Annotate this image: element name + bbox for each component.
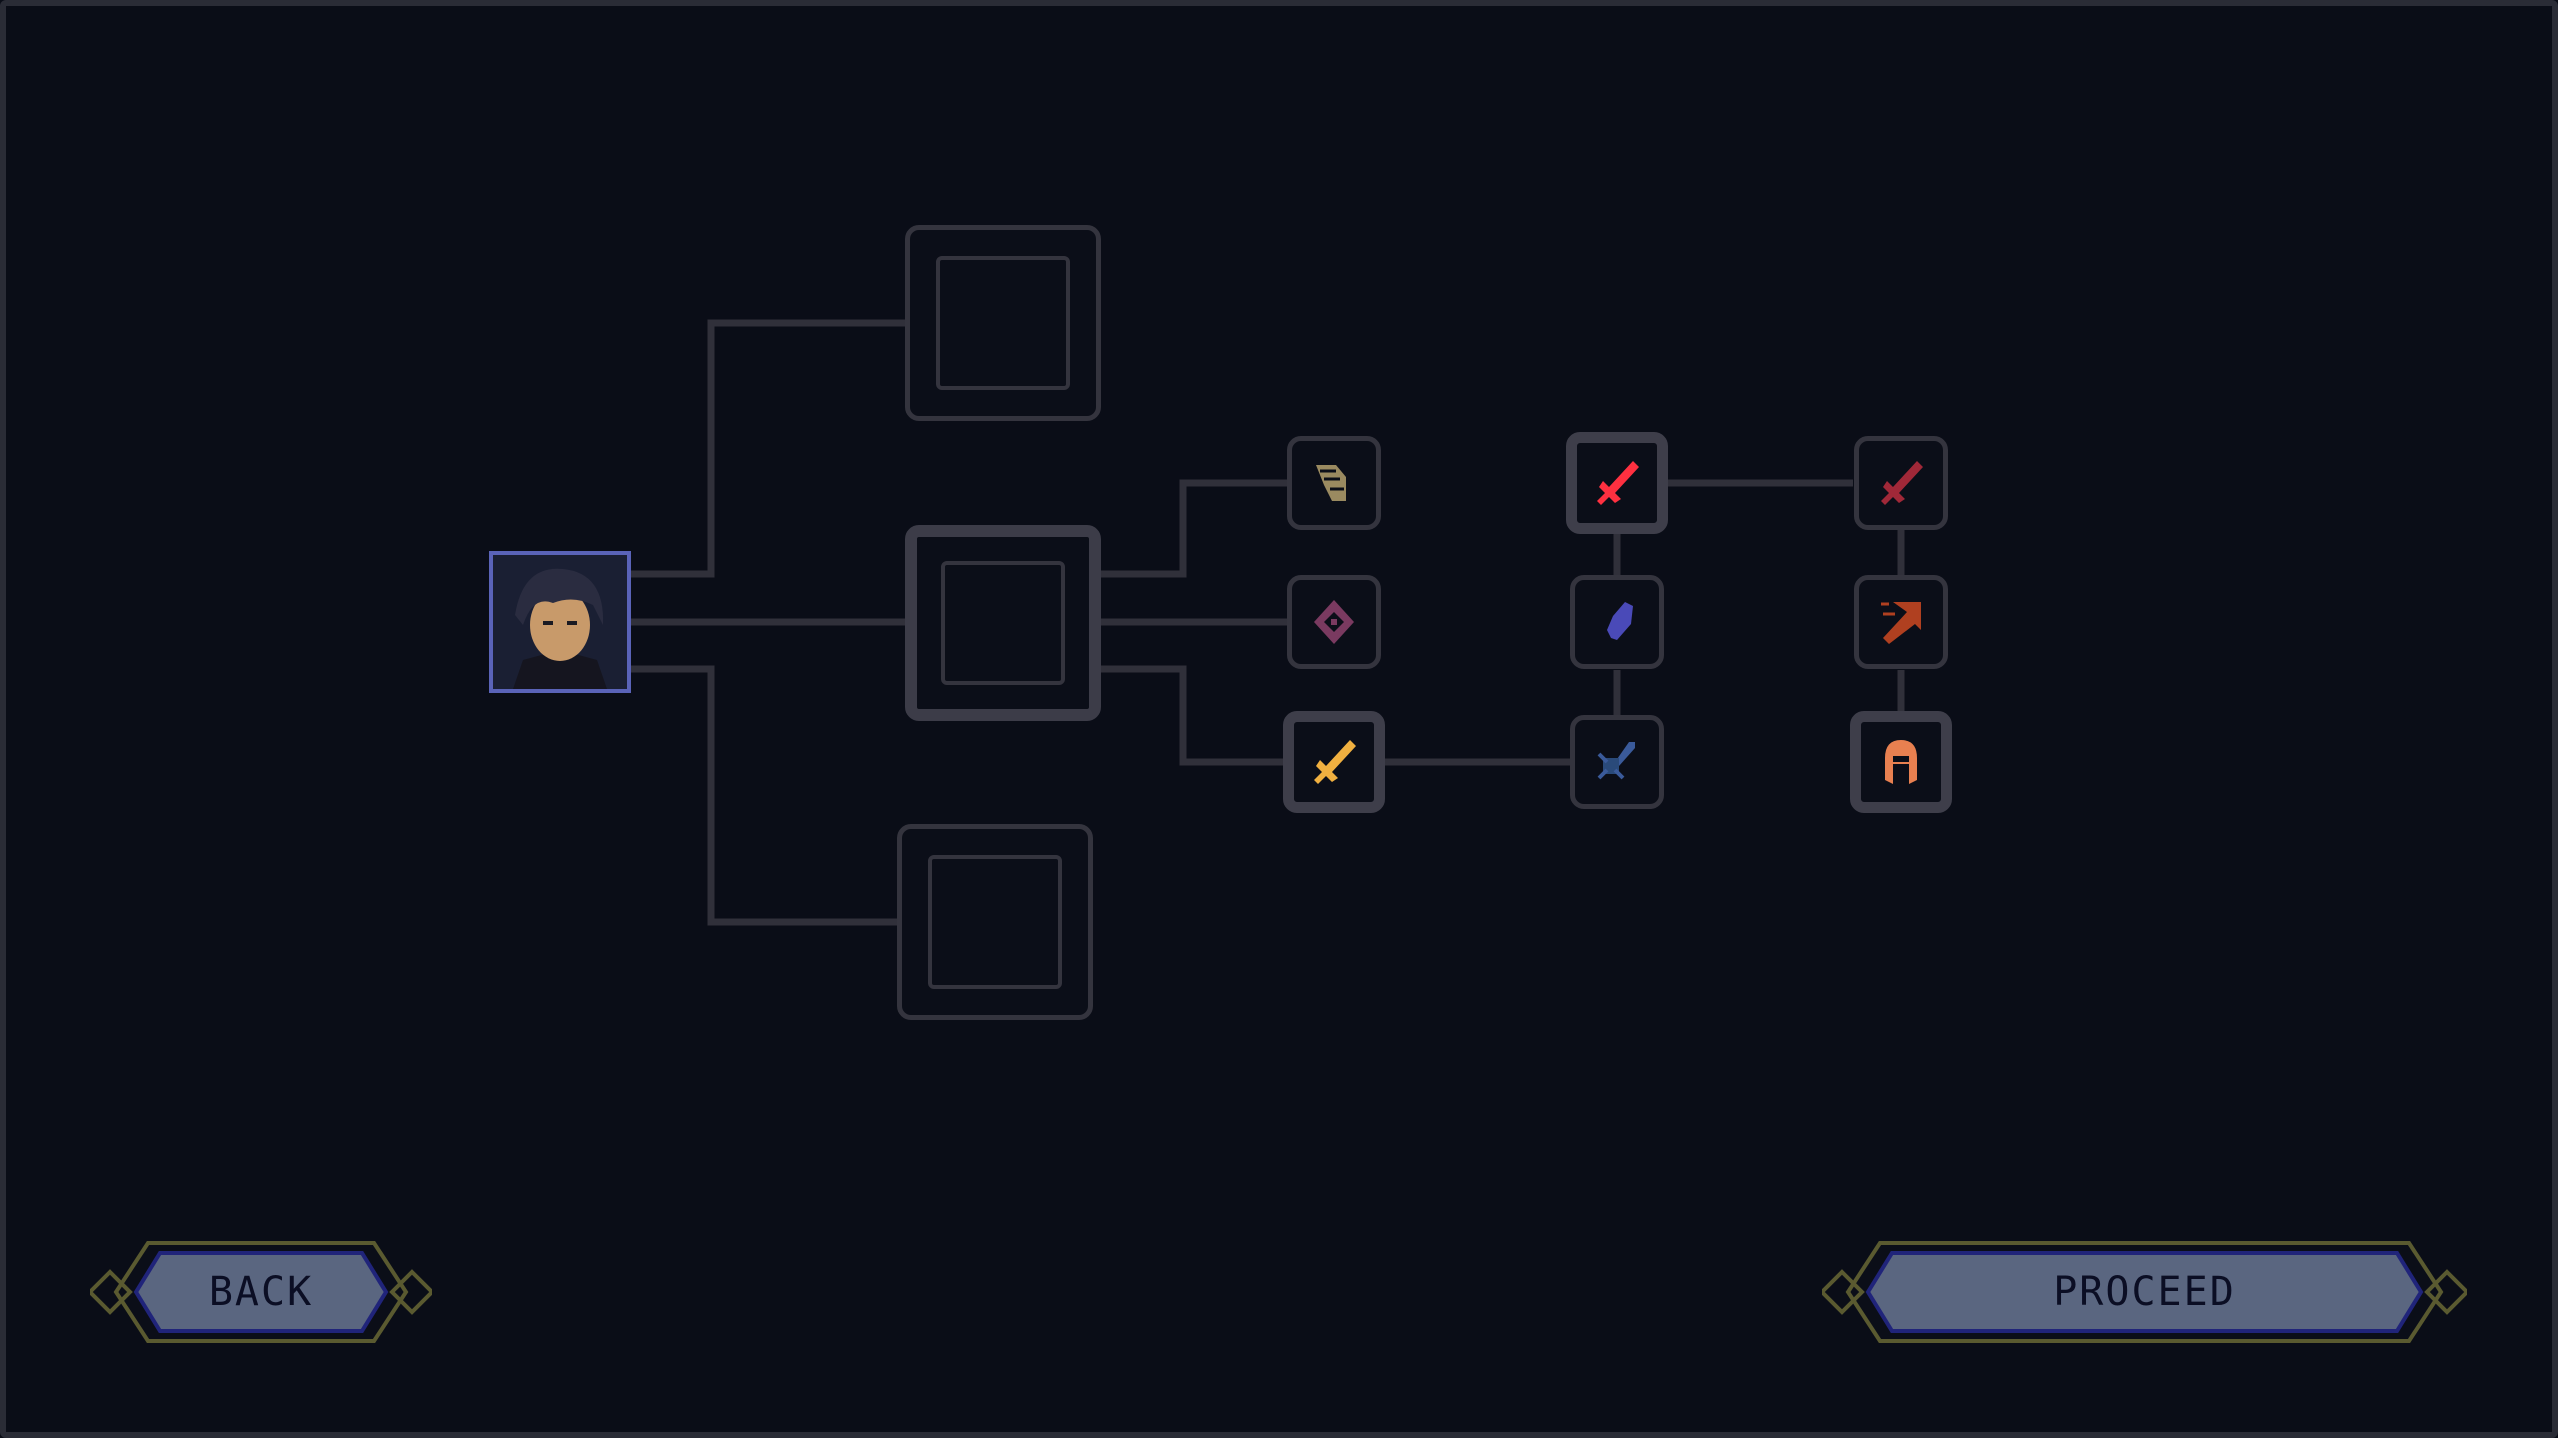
connector-gold-sword <box>1101 665 1289 766</box>
skill-node-helmet[interactable] <box>1850 711 1952 813</box>
skill-node-claw[interactable] <box>1570 575 1664 669</box>
class-node-crimson-moon[interactable] <box>905 225 1101 421</box>
skill-node-dark-red-sword[interactable] <box>1854 436 1948 530</box>
proceed-button[interactable]: PROCEED <box>1822 1235 2467 1349</box>
skill-node-golden-sword[interactable] <box>1283 711 1385 813</box>
character-portrait[interactable] <box>489 551 631 693</box>
spartan-helmet-icon <box>1885 740 1917 784</box>
dark-red-sword-icon <box>1881 461 1923 505</box>
class-node-grey-moon[interactable] <box>897 824 1093 1020</box>
wing-icon <box>1316 465 1346 501</box>
skill-node-arrow-slash[interactable] <box>1854 575 1948 669</box>
character-portrait-icon <box>493 555 627 689</box>
back-button[interactable]: BACK <box>90 1235 432 1349</box>
skill-node-spider-sword[interactable] <box>1570 715 1664 809</box>
crescent-moon-icon <box>988 602 1009 643</box>
back-button-frame <box>90 1241 432 1343</box>
skill-node-rune[interactable] <box>1287 575 1381 669</box>
blue-spider-sword-icon <box>1597 742 1635 780</box>
skill-node-wing[interactable] <box>1287 436 1381 530</box>
proceed-button-frame <box>1822 1241 2467 1343</box>
blue-claw-icon <box>1607 602 1633 640</box>
connector-top <box>631 319 905 578</box>
proceed-button-label: PROCEED <box>2053 1269 2236 1315</box>
red-sword-icon <box>1597 461 1639 505</box>
back-button-label: BACK <box>208 1269 314 1315</box>
golden-sword-icon <box>1314 740 1356 784</box>
connector-bottom <box>631 665 897 926</box>
skill-node-red-sword[interactable] <box>1566 432 1668 534</box>
diamond-rune-icon <box>1314 600 1354 644</box>
connector-wing <box>1101 479 1289 578</box>
class-node-violet-moon[interactable] <box>905 525 1101 721</box>
crescent-moon-icon <box>981 902 1001 942</box>
crescent-moon-icon <box>989 303 1009 343</box>
arrow-slash-icon <box>1881 602 1921 644</box>
